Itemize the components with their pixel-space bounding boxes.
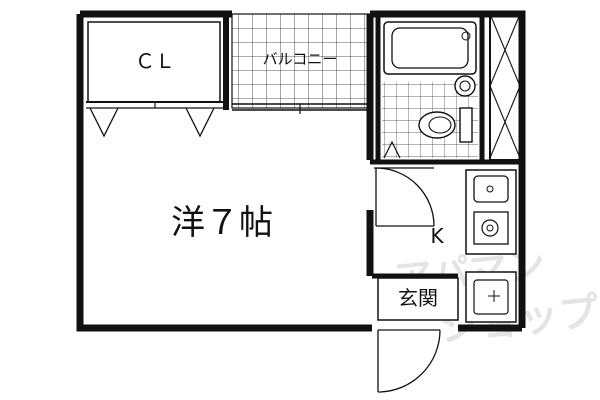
balcony-floor	[232, 14, 370, 108]
western-room-label: 洋７帖	[171, 203, 273, 243]
kitchen-label: K	[430, 224, 444, 248]
bathroom-unit	[375, 11, 485, 165]
storage-cabinet	[489, 13, 521, 161]
closet-label: ＣＬ	[135, 49, 175, 73]
entrance-area	[377, 271, 517, 323]
entrance-door	[377, 329, 441, 393]
balcony-window	[232, 103, 370, 114]
balcony-label: バルコニー	[263, 50, 338, 68]
entrance-label: 玄関	[398, 286, 438, 310]
room-door	[375, 167, 435, 227]
closet	[86, 21, 226, 138]
kitchen-counter	[465, 169, 517, 255]
